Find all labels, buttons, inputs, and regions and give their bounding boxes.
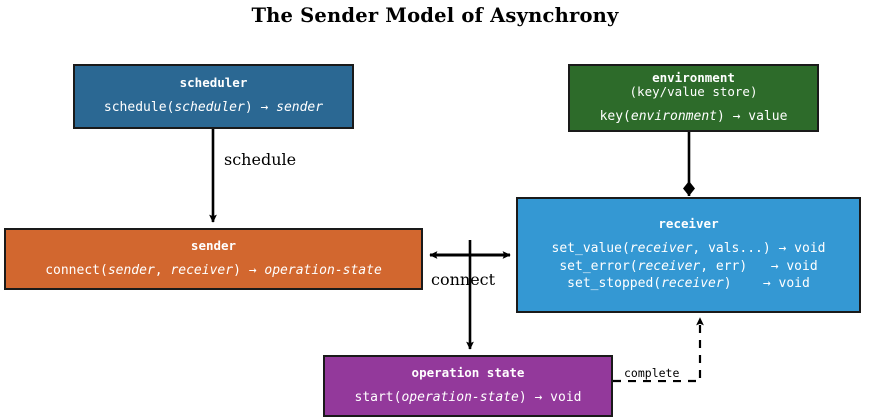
node-environment-title: environment [652, 69, 735, 85]
node-receiver[interactable]: receiver set_value(receiver, vals...) → … [516, 197, 861, 313]
signature: set_error(receiver, err) → void [559, 258, 818, 274]
signature: key(environment) → value [599, 108, 788, 124]
edge-label-complete: complete [622, 366, 682, 380]
node-operation-state[interactable]: operation state start(operation-state) →… [323, 355, 613, 417]
node-environment-subtitle: (key/value store) [629, 83, 758, 99]
node-environment-signatures: key(environment) → value [600, 108, 788, 126]
node-scheduler-title: scheduler [179, 75, 248, 91]
node-receiver-title: receiver [658, 216, 719, 232]
node-operation-state-title: operation state [411, 364, 525, 380]
signature: schedule(scheduler) → sender [103, 100, 324, 116]
node-scheduler-signatures: schedule(scheduler) → sender [104, 99, 323, 117]
node-receiver-signatures: set_value(receiver, vals...) → void set_… [552, 240, 826, 293]
node-scheduler[interactable]: scheduler schedule(scheduler) → sender [73, 64, 354, 129]
signature: set_stopped(receiver) → void [567, 276, 810, 292]
node-operation-state-signatures: start(operation-state) → void [355, 389, 582, 407]
node-environment[interactable]: environment (key/value store) key(enviro… [568, 64, 819, 132]
edge-label-connect: connect [431, 270, 496, 289]
node-sender[interactable]: sender connect(sender, receiver) → opera… [4, 228, 423, 290]
node-sender-title: sender [190, 237, 237, 253]
edge-label-schedule: schedule [224, 150, 297, 169]
signature: set_value(receiver, vals...) → void [551, 241, 826, 257]
signature: connect(sender, receiver) → operation-st… [45, 262, 382, 278]
node-sender-signatures: connect(sender, receiver) → operation-st… [45, 262, 382, 280]
signature: start(operation-state) → void [354, 389, 582, 405]
page-title: The Sender Model of Asynchrony [251, 4, 619, 27]
